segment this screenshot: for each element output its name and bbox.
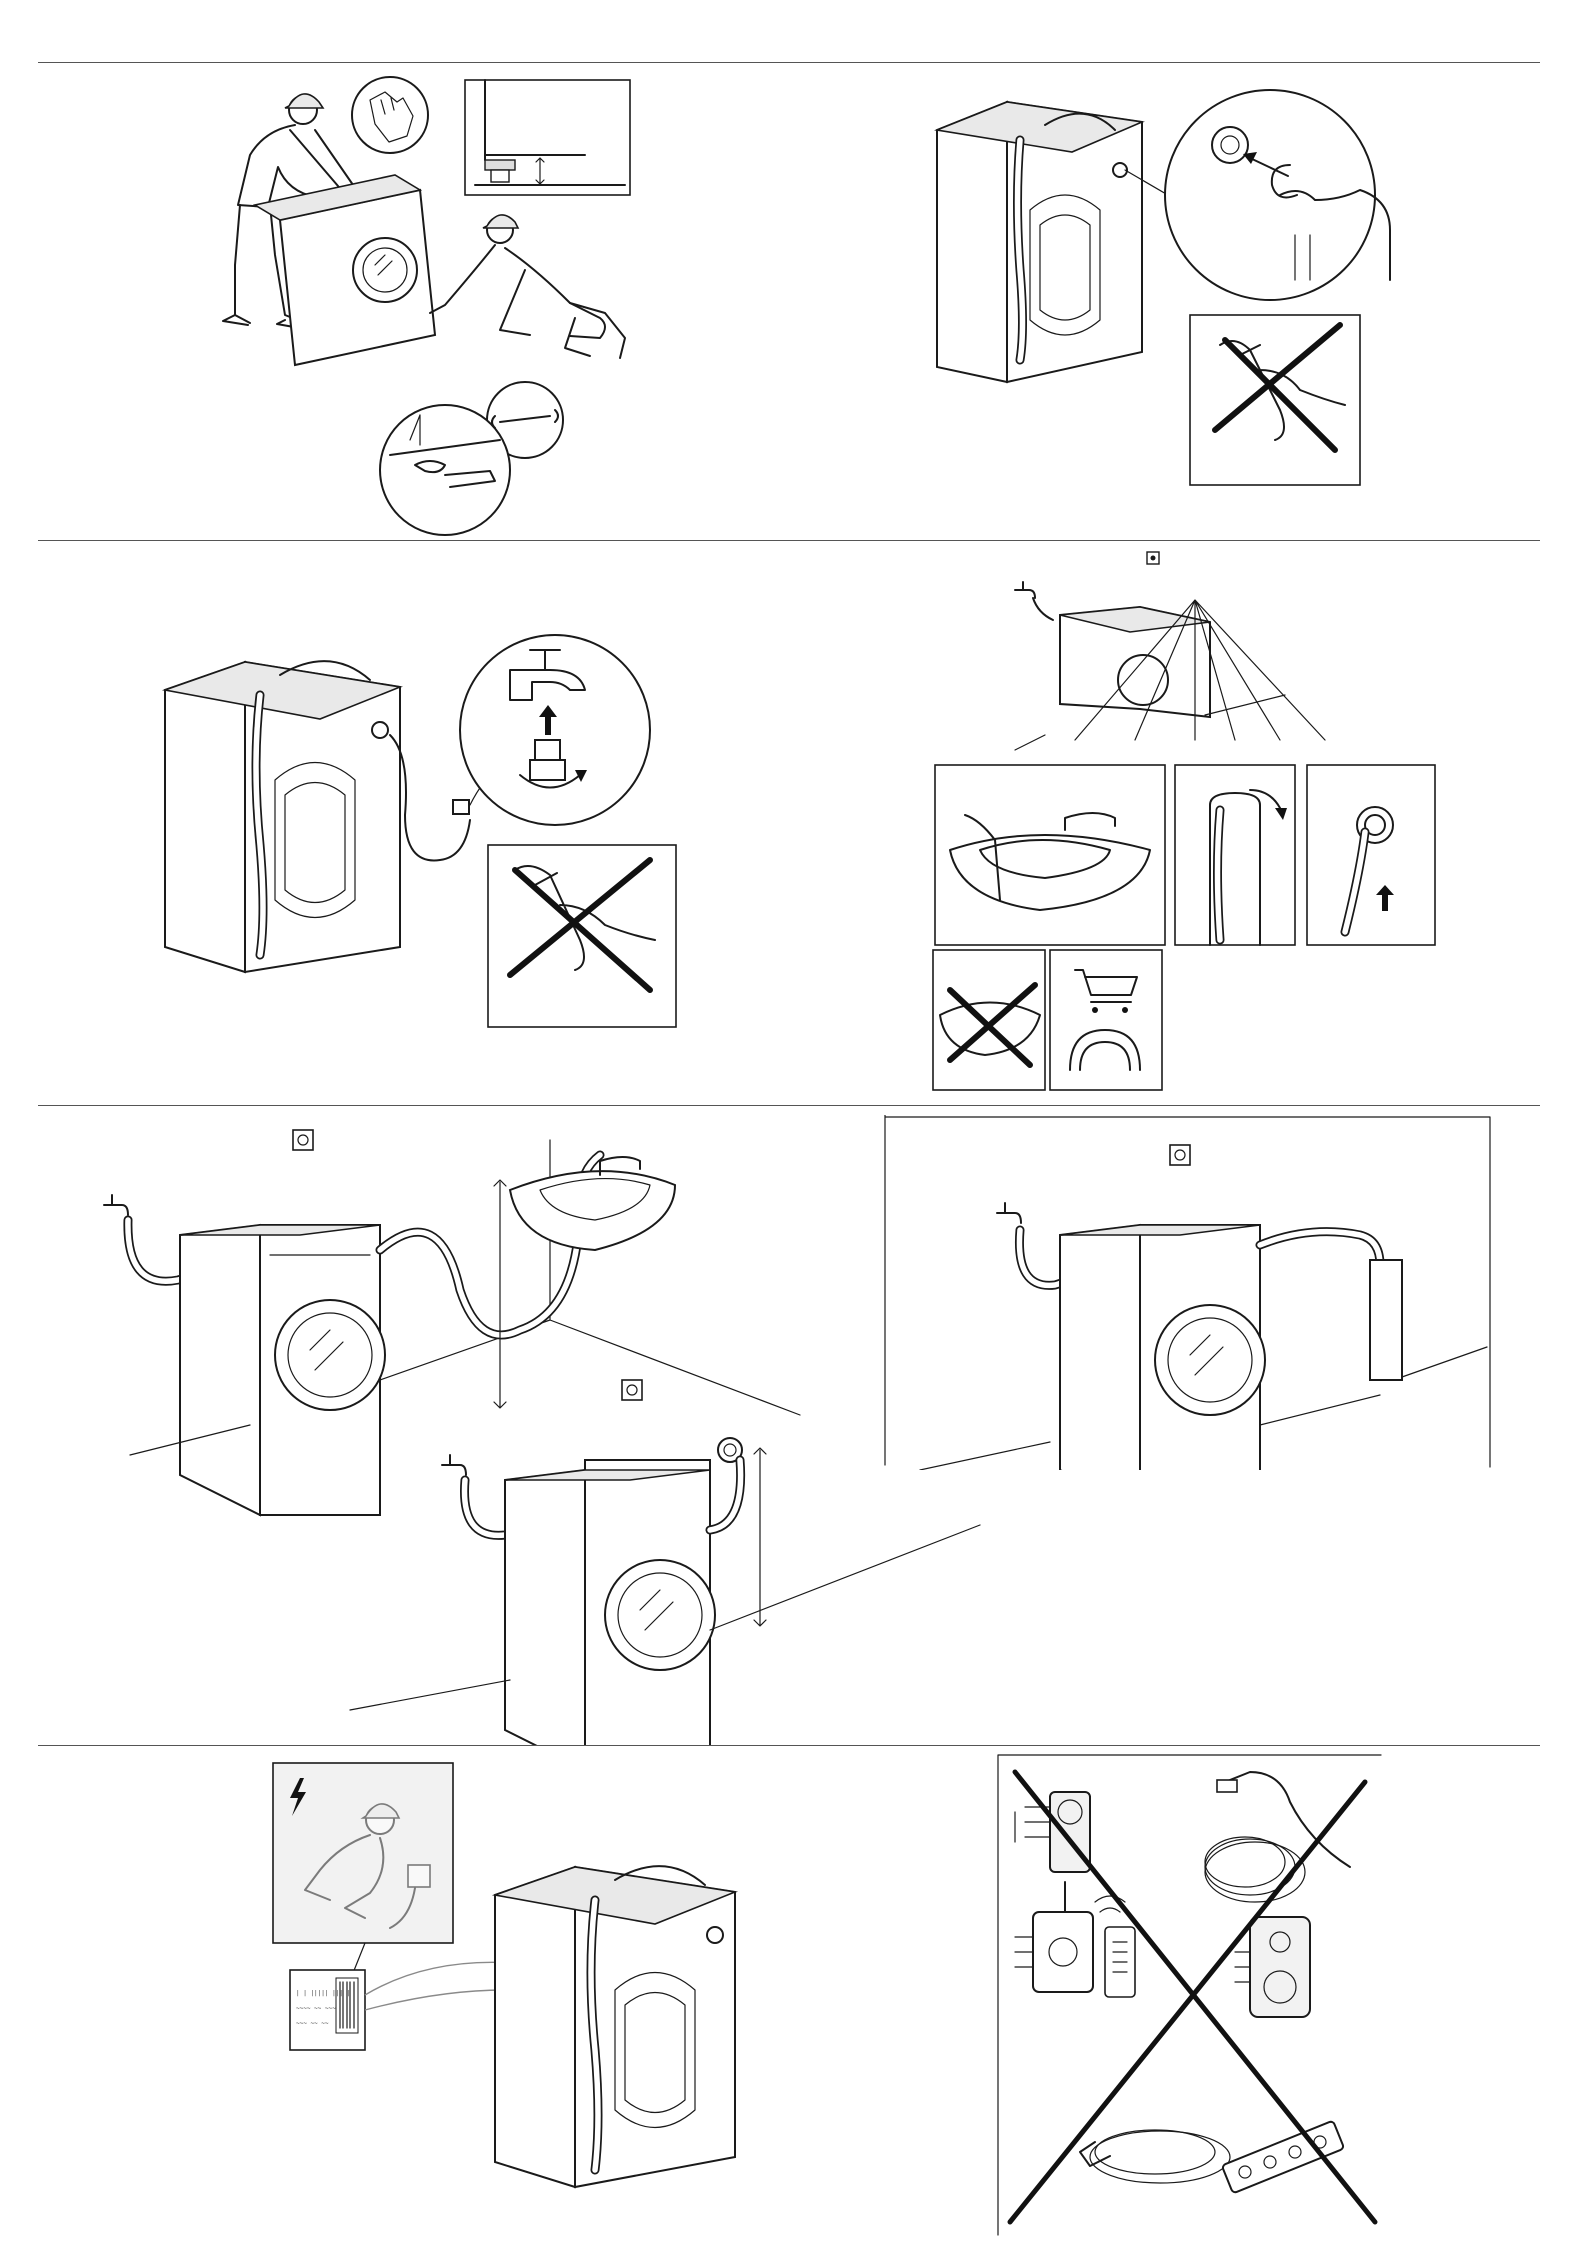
panel-transport-bolt: [925, 70, 1430, 540]
separator-2: [38, 1105, 1540, 1106]
socket-icon: [293, 1130, 313, 1150]
separator-1: [38, 540, 1540, 541]
washing-machine-back: [165, 661, 470, 972]
socket-icon: [622, 1380, 642, 1400]
extension-reel-icon: [1205, 1772, 1350, 1902]
panel-drain-options: [925, 550, 1445, 1095]
washing-machine: [1060, 1225, 1265, 1470]
panel-drain-height: [60, 1110, 990, 1745]
panel-standpipe: [880, 1115, 1500, 1470]
multiplug-adapter-icon: [1015, 1792, 1090, 1872]
tap-icon: [1015, 582, 1053, 620]
panel-no-adapters: [995, 1752, 1405, 2237]
separator-3: [38, 1745, 1540, 1746]
washing-machine: [505, 1460, 715, 1745]
socket-icon: [1147, 552, 1159, 564]
foot-height-inset: [465, 80, 630, 195]
standpipe-icon: [1260, 1232, 1402, 1380]
washing-machine-back: [495, 1866, 735, 2187]
cart-icon: [1050, 950, 1162, 1090]
socket-icon: [1170, 1145, 1190, 1165]
washing-machine-back: [937, 102, 1142, 382]
kneeling-worker-icon: [430, 215, 625, 358]
no-pliers-icon: [488, 845, 676, 1027]
no-sink-drain-icon: [933, 950, 1045, 1090]
rating-label-line-2: ~~~~ ~~ ~~~: [296, 2005, 336, 2012]
panel-inlet-hose: [150, 620, 710, 1050]
rating-label-line-3: ~~~ ~~ ~~: [296, 2020, 329, 2027]
separator-top: [38, 62, 1540, 63]
rating-label-icon: | | ||||| ||| | ~~~~ ~~ ~~~ ~~~ ~~ ~~: [290, 1970, 365, 2050]
foot-adjust-closeup: [380, 405, 510, 535]
washing-machine: [255, 175, 435, 365]
rating-label-line-1: | | ||||| ||| |: [296, 1990, 350, 1997]
gloves-icon: [352, 77, 428, 153]
bolt-removal-icon: [1125, 90, 1390, 300]
panel-leveling: [195, 70, 645, 540]
washing-machine-small: [1015, 607, 1285, 750]
sink-icon: [510, 1157, 675, 1250]
electrician-inset: [273, 1763, 453, 1943]
washing-machine: [180, 1225, 385, 1515]
tap-icon: [460, 635, 650, 825]
standpipe-icon: [1175, 765, 1295, 945]
wall-outlet-icon: [1307, 765, 1435, 945]
sink-icon: [935, 765, 1165, 945]
no-pliers-icon: [1190, 315, 1360, 485]
panel-electrical: | | ||||| ||| | ~~~~ ~~ ~~~ ~~~ ~~ ~~: [270, 1760, 740, 2235]
